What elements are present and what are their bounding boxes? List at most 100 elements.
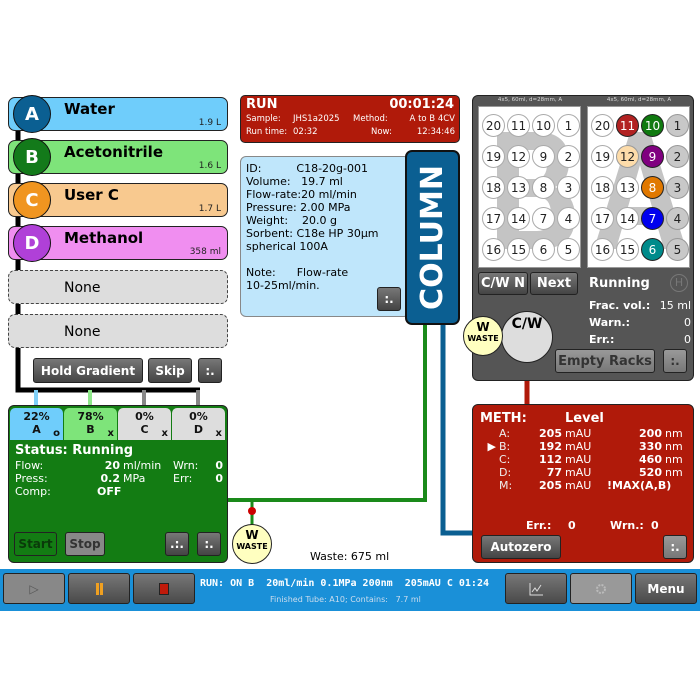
- gear-icon: [596, 583, 606, 594]
- tube[interactable]: 3: [666, 176, 689, 199]
- tube[interactable]: 11: [616, 114, 639, 137]
- channel-tab-c[interactable]: 0% C x: [118, 408, 171, 440]
- tube[interactable]: 1: [666, 114, 689, 137]
- cw-valve[interactable]: C/W: [501, 311, 553, 363]
- autozero-button[interactable]: Autozero: [481, 535, 561, 559]
- tube[interactable]: 10: [641, 114, 664, 137]
- solvent-name: Methanol: [64, 229, 144, 247]
- tube[interactable]: 4: [557, 207, 580, 230]
- detector-more-button[interactable]: :.: [663, 535, 687, 559]
- channel-mark: x: [107, 428, 114, 439]
- tube[interactable]: 5: [557, 238, 580, 261]
- pump-more-button-2[interactable]: :.: [197, 532, 221, 556]
- tube[interactable]: 3: [557, 176, 580, 199]
- stop-button[interactable]: Stop: [65, 532, 105, 556]
- tube[interactable]: 5: [666, 238, 689, 261]
- skip-button[interactable]: Skip: [148, 358, 192, 383]
- channel-letter: A: [32, 423, 41, 436]
- tube[interactable]: 12: [616, 145, 639, 168]
- menu-button[interactable]: Menu: [635, 573, 697, 604]
- tube[interactable]: 13: [507, 176, 530, 199]
- tube[interactable]: 2: [557, 145, 580, 168]
- flow-label: Flow:: [15, 459, 44, 472]
- tube[interactable]: 9: [532, 145, 555, 168]
- tube[interactable]: 18: [482, 176, 505, 199]
- tube[interactable]: 20: [482, 114, 505, 137]
- channel-tab-b[interactable]: 78% B x: [64, 408, 117, 440]
- tube[interactable]: 9: [641, 145, 664, 168]
- column-more-button[interactable]: :.: [377, 287, 401, 311]
- tube[interactable]: 18: [591, 176, 614, 199]
- tube[interactable]: 19: [591, 145, 614, 168]
- press-unit: MPa: [123, 472, 146, 485]
- detector-channel-2[interactable]: C: 112 mAU 460 nm: [473, 453, 683, 466]
- tube[interactable]: 17: [482, 207, 505, 230]
- tube[interactable]: 15: [616, 238, 639, 261]
- detector-panel: METH: Level A: 205 mAU 200 nm ▶ B: 192 m…: [472, 404, 694, 563]
- channel-letter: D: [193, 423, 204, 436]
- channel-wavelength: 460: [639, 453, 662, 466]
- selected-marker: ▶: [487, 440, 496, 453]
- tube[interactable]: 6: [532, 238, 555, 261]
- tube[interactable]: 6: [641, 238, 664, 261]
- tube[interactable]: 19: [482, 145, 505, 168]
- solvent-name: Acetonitrile: [64, 143, 163, 161]
- tube[interactable]: 13: [616, 176, 639, 199]
- tube[interactable]: 16: [591, 238, 614, 261]
- tube[interactable]: 11: [507, 114, 530, 137]
- pump-panel: 22% A o 78% B x 0% C x 0% D x Status: Ru…: [8, 405, 228, 563]
- stop-button-bottom[interactable]: [133, 573, 195, 604]
- chart-button[interactable]: [505, 573, 567, 604]
- empty-racks-button[interactable]: Empty Racks: [555, 349, 655, 373]
- play-button[interactable]: ▷: [3, 573, 65, 604]
- pump-more-button-1[interactable]: .:.: [165, 532, 189, 556]
- tube[interactable]: 10: [532, 114, 555, 137]
- hold-gradient-button[interactable]: Hold Gradient: [33, 358, 143, 383]
- mau-unit: mAU: [565, 453, 592, 466]
- err-value: 0: [215, 472, 223, 485]
- finished-tube-line: Finished Tube: A10; Contains: 7.7 ml: [270, 595, 421, 604]
- column-button[interactable]: COLUMN: [405, 150, 460, 325]
- detector-channel-0[interactable]: A: 205 mAU 200 nm: [473, 427, 683, 440]
- channel-mau: 112: [539, 453, 562, 466]
- channel-tab-d[interactable]: 0% D x: [172, 408, 225, 440]
- tube[interactable]: 8: [641, 176, 664, 199]
- column-info-line: Sorbent: C18e HP 30µm: [246, 227, 379, 240]
- tube[interactable]: 14: [616, 207, 639, 230]
- home-icon[interactable]: H: [670, 274, 688, 292]
- channel-tab-a[interactable]: 22% A o: [10, 408, 63, 440]
- rack-header: 4x5, 60ml, d=28mm, A: [497, 97, 563, 103]
- pause-button[interactable]: [68, 573, 130, 604]
- cwn-button[interactable]: C/W N: [478, 272, 528, 295]
- tube[interactable]: 8: [532, 176, 555, 199]
- comp-value: OFF: [97, 485, 122, 498]
- solvent-slot-empty-2[interactable]: None: [8, 314, 228, 348]
- tube[interactable]: 4: [666, 207, 689, 230]
- mau-unit: mAU: [565, 479, 592, 492]
- tube[interactable]: 15: [507, 238, 530, 261]
- tube[interactable]: 16: [482, 238, 505, 261]
- channel-label: A:: [499, 427, 511, 440]
- start-button[interactable]: Start: [14, 532, 57, 556]
- detector-channel-3[interactable]: D: 77 mAU 520 nm: [473, 466, 683, 479]
- detector-channel-1[interactable]: ▶ B: 192 mAU 330 nm: [473, 440, 683, 453]
- chart-icon: [529, 582, 543, 595]
- gradient-more-button[interactable]: :.: [198, 358, 222, 383]
- tube[interactable]: 17: [591, 207, 614, 230]
- tube[interactable]: 7: [532, 207, 555, 230]
- tube[interactable]: 7: [641, 207, 664, 230]
- column-info-line: Pressure: 2.00 MPa: [246, 201, 351, 214]
- tube[interactable]: 20: [591, 114, 614, 137]
- rack-more-button[interactable]: :.: [663, 349, 687, 373]
- tube[interactable]: 1: [557, 114, 580, 137]
- next-button[interactable]: Next: [530, 272, 578, 295]
- settings-button[interactable]: [570, 573, 632, 604]
- tube[interactable]: 12: [507, 145, 530, 168]
- tube[interactable]: 14: [507, 207, 530, 230]
- pump-status: Status: Running: [15, 443, 134, 458]
- solvent-slot-empty-1[interactable]: None: [8, 270, 228, 304]
- tube[interactable]: 2: [666, 145, 689, 168]
